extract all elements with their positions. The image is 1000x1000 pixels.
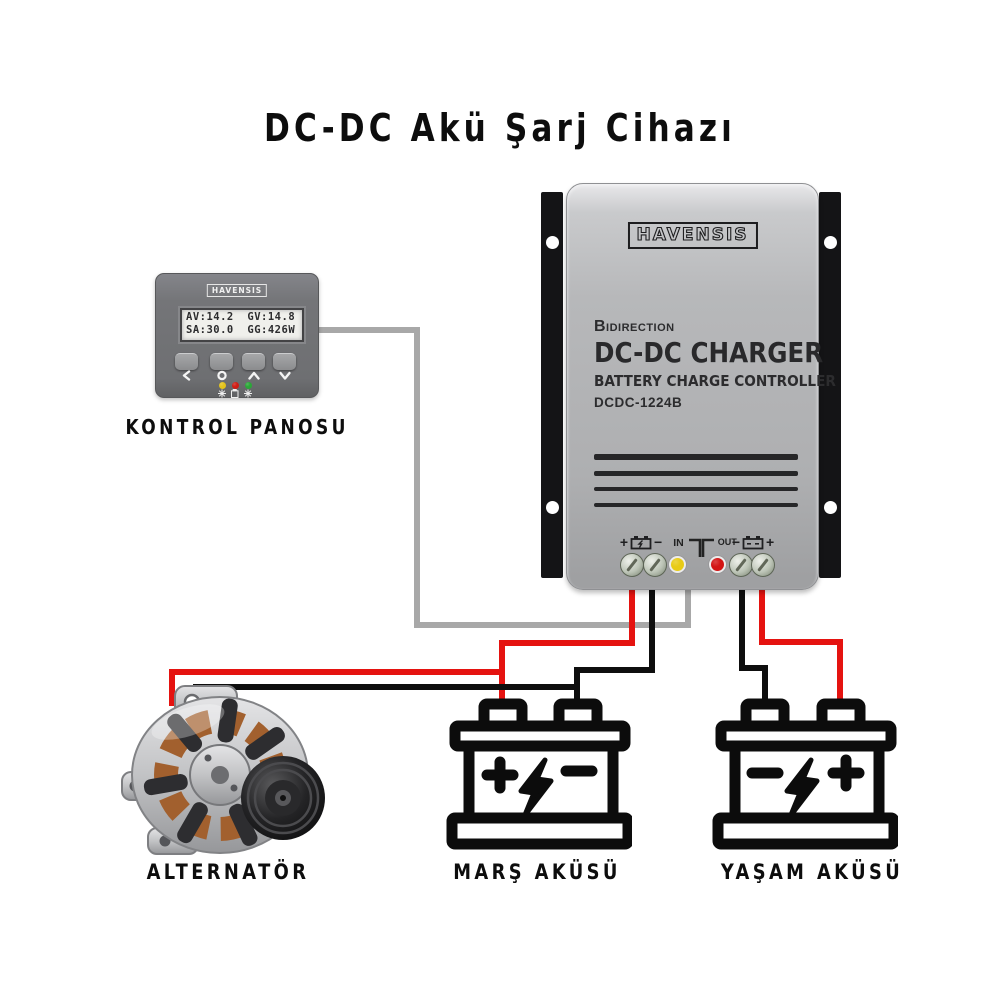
snowflake-icon — [244, 389, 252, 398]
circle-icon — [217, 370, 227, 381]
screw-slot — [649, 558, 661, 572]
lightning-bolt-icon — [784, 757, 820, 818]
starter-battery-label: MARŞ AKÜSÜ — [453, 860, 621, 884]
vent-stripe — [594, 454, 798, 460]
panel-button-menu — [210, 353, 233, 370]
lcd-display: AV:14.2 GV:14.8 SA:30.0 GG:426W — [180, 308, 304, 342]
starter-battery — [446, 698, 632, 850]
charger-series: Bidirection — [594, 318, 675, 335]
panel-yellow-led — [219, 382, 226, 389]
plus-symbol: + — [619, 534, 628, 550]
control-panel-label: KONTROL PANOSU — [125, 415, 349, 439]
charger-mounting-bracket-left — [541, 192, 563, 578]
panel-button-left — [175, 353, 198, 370]
house-terminal-marking: − + — [723, 534, 783, 550]
charger-model: DCDC-1224B — [594, 395, 683, 410]
chevron-up-icon — [248, 371, 260, 380]
minus-symbol: − — [654, 534, 663, 550]
alternator-pulley — [241, 756, 325, 840]
control-panel-brand-logo: HAVENSIS — [206, 284, 268, 297]
vent-stripe — [594, 503, 798, 507]
panel-button-up — [242, 353, 265, 370]
charger-brand-logo: HAVENSIS — [627, 222, 758, 249]
mounting-hole — [823, 236, 837, 249]
starter-battery-icon — [630, 535, 652, 549]
terminal-screw-starter-negative — [643, 553, 667, 577]
mounting-hole — [545, 501, 559, 514]
charger-mounting-bracket-right — [819, 192, 841, 578]
plus-symbol — [481, 756, 519, 794]
lcd-line2: SA:30.0 GG:426W — [186, 324, 296, 336]
house-battery-icon — [742, 535, 764, 549]
panel-led-icons — [218, 389, 252, 398]
alternator-label: ALTERNATÖR — [146, 860, 310, 884]
lightning-bolt-icon — [518, 757, 554, 818]
wire-charger-to-starter-positive — [499, 580, 635, 702]
alternator-image — [121, 685, 325, 855]
plus-symbol: + — [766, 534, 775, 550]
panel-green-led — [245, 382, 252, 389]
mounting-hole — [823, 501, 837, 514]
charger-out-led — [709, 556, 726, 573]
house-battery — [712, 698, 898, 850]
battery-icon — [231, 389, 239, 398]
control-panel: HAVENSIS AV:14.2 GV:14.8 SA:30.0 GG:426W — [155, 273, 319, 398]
chevron-left-icon — [182, 370, 191, 381]
in-label: IN — [673, 537, 684, 549]
in-out-marking: IN OUT — [667, 536, 743, 559]
chevron-down-icon — [279, 371, 291, 380]
page-title: DC-DC Akü Şarj Cihazı — [264, 106, 736, 150]
starter-terminal-marking: + − — [611, 534, 671, 550]
charger-subtitle: BATTERY CHARGE CONTROLLER — [594, 372, 836, 390]
screw-slot — [735, 558, 747, 572]
panel-red-led — [232, 382, 239, 389]
screw-slot — [757, 558, 769, 572]
vent-stripe — [594, 471, 798, 476]
in-out-bracket-icon — [688, 538, 714, 557]
minus-symbol: − — [731, 534, 740, 550]
panel-button-down — [273, 353, 296, 370]
terminal-screw-house-positive — [751, 553, 775, 577]
brightness-icon — [218, 389, 226, 398]
vent-stripe — [594, 487, 798, 491]
mounting-hole — [545, 236, 559, 249]
wire-charger-to-house-negative — [739, 580, 768, 702]
lcd-line1: AV:14.2 GV:14.8 — [186, 311, 296, 323]
plus-symbol — [827, 754, 865, 792]
wire-charger-to-starter-negative — [574, 580, 655, 702]
house-battery-label: YAŞAM AKÜSÜ — [720, 860, 904, 884]
dcdc-charger: HAVENSIS Bidirection DC-DC CHARGER BATTE… — [566, 183, 836, 590]
terminal-screw-house-negative — [729, 553, 753, 577]
screw-slot — [626, 558, 638, 572]
charger-in-led — [669, 556, 686, 573]
out-label: OUT — [717, 537, 737, 547]
wire-charger-to-house-positive — [759, 580, 843, 702]
charger-name: DC-DC CHARGER — [594, 336, 824, 369]
terminal-screw-starter-positive — [620, 553, 644, 577]
